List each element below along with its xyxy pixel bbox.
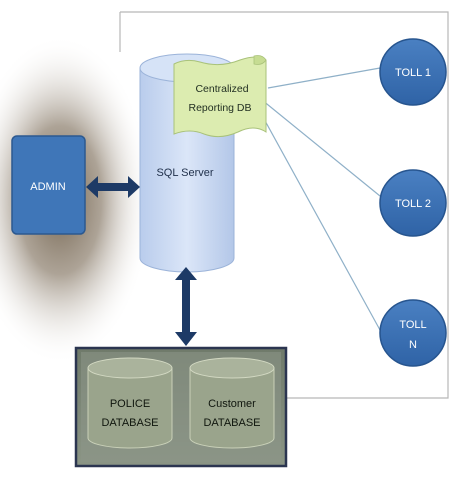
toll-2-label: TOLL 2 (395, 198, 431, 210)
toll-n-label-line2: N (409, 339, 417, 351)
reporting-db-label-line1: Centralized (195, 83, 248, 95)
customer-db-label-line1: Customer (208, 398, 256, 410)
frame-outline (120, 11, 449, 399)
toll-1-label: TOLL 1 (395, 67, 431, 79)
toll-2-node (379, 169, 447, 237)
sql-db-arrow (175, 267, 197, 346)
toll-n-node (379, 299, 447, 367)
admin-box (11, 135, 86, 235)
admin-label: ADMIN (30, 181, 66, 193)
customer-database-cylinder (189, 357, 275, 449)
connector-toll-2 (261, 99, 381, 197)
reporting-db-label-line2: Reporting DB (188, 102, 251, 114)
toll-1-node (379, 38, 447, 106)
connector-toll-n (257, 107, 381, 331)
police-db-label-line1: POLICE (110, 398, 150, 410)
admin-sql-arrow (86, 176, 140, 198)
police-database-cylinder (87, 357, 173, 449)
police-db-label-line2: DATABASE (101, 417, 158, 429)
toll-n-label-line1: TOLL (399, 319, 426, 331)
sql-server-label: SQL Server (156, 167, 213, 179)
reporting-db-note (173, 56, 267, 138)
connector-toll-1 (267, 67, 381, 89)
customer-db-label-line2: DATABASE (203, 417, 260, 429)
reporting-db-note-curl (253, 55, 267, 65)
